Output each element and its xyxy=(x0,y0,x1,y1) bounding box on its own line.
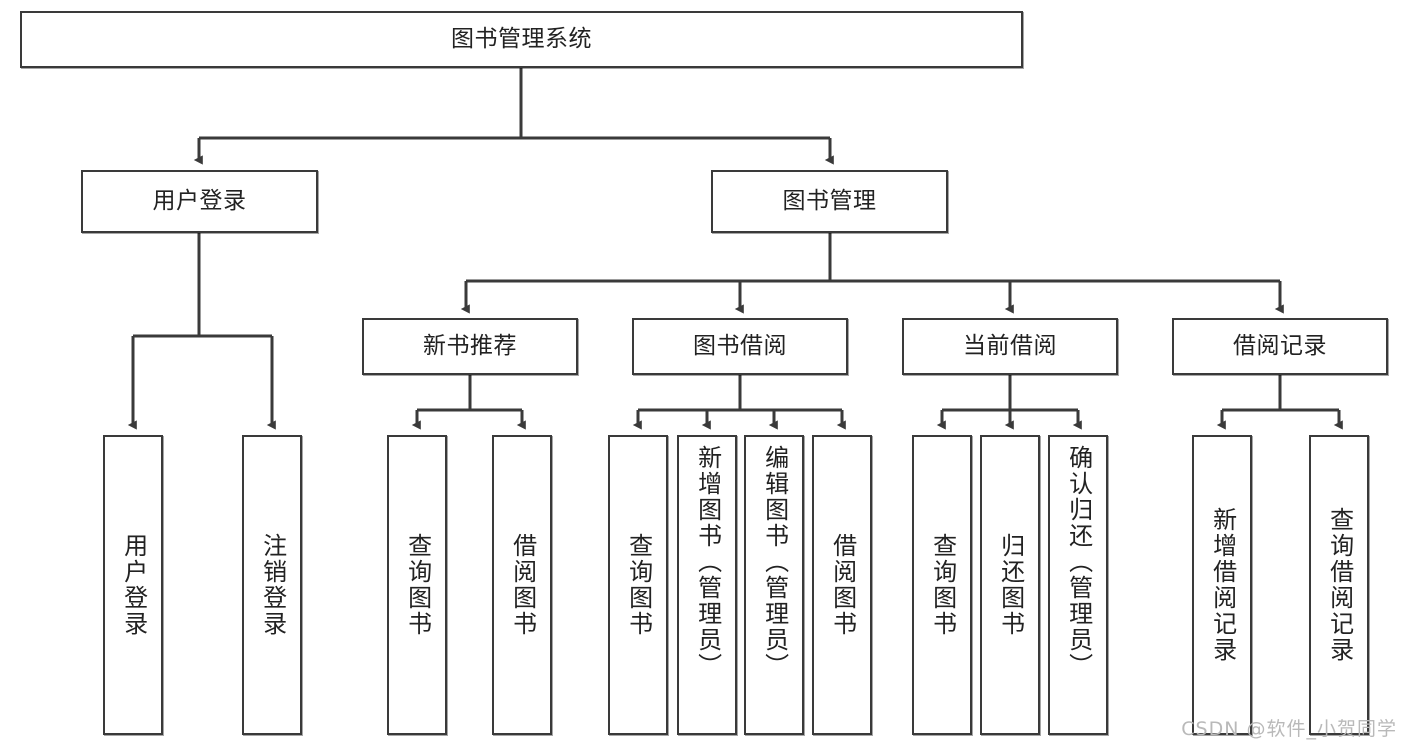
leaf-newbook-query-book[interactable]: 查询图书 xyxy=(387,435,447,735)
node-label: 新增借阅记录 xyxy=(1208,507,1237,663)
node-label: 图书管理 xyxy=(782,187,877,214)
node-new-book-recommend[interactable]: 新书推荐 xyxy=(362,318,578,375)
node-label: 编辑图书（管理员） xyxy=(760,445,789,679)
leaf-user-logout[interactable]: 注销登录 xyxy=(242,435,302,735)
node-root-library-system[interactable]: 图书管理系统 xyxy=(20,11,1023,68)
node-current-borrow[interactable]: 当前借阅 xyxy=(902,318,1118,375)
node-label: 当前借阅 xyxy=(963,332,1057,359)
node-label: 确认归还（管理员） xyxy=(1064,445,1093,679)
leaf-borrow-query-book[interactable]: 查询图书 xyxy=(608,435,668,735)
node-label: 借阅记录 xyxy=(1233,332,1327,359)
node-borrow-record[interactable]: 借阅记录 xyxy=(1172,318,1388,375)
node-label: 归还图书 xyxy=(996,533,1025,637)
node-book-borrow[interactable]: 图书借阅 xyxy=(632,318,848,375)
node-label: 新书推荐 xyxy=(423,332,517,359)
node-label: 用户登录 xyxy=(152,187,247,214)
node-label: 查询图书 xyxy=(928,533,957,637)
leaf-newbook-borrow-book[interactable]: 借阅图书 xyxy=(492,435,552,735)
leaf-user-login-action[interactable]: 用户登录 xyxy=(103,435,163,735)
node-book-management[interactable]: 图书管理 xyxy=(711,170,948,233)
node-label: 查询借阅记录 xyxy=(1325,507,1354,663)
node-label: 用户登录 xyxy=(119,533,148,637)
leaf-current-return-book[interactable]: 归还图书 xyxy=(980,435,1040,735)
leaf-borrow-add-book-admin[interactable]: 新增图书（管理员） xyxy=(677,435,737,735)
node-label: 借阅图书 xyxy=(828,533,857,637)
node-label: 新增图书（管理员） xyxy=(693,445,722,679)
node-label: 图书管理系统 xyxy=(451,25,592,52)
leaf-current-query-book[interactable]: 查询图书 xyxy=(912,435,972,735)
node-label: 查询图书 xyxy=(624,533,653,637)
node-label: 注销登录 xyxy=(258,533,287,637)
leaf-record-add-record[interactable]: 新增借阅记录 xyxy=(1192,435,1252,735)
leaf-record-query-record[interactable]: 查询借阅记录 xyxy=(1309,435,1369,735)
csdn-watermark: CSDN @软件_小贺同学 xyxy=(1181,718,1397,740)
node-label: 查询图书 xyxy=(403,533,432,637)
node-label: 借阅图书 xyxy=(508,533,537,637)
leaf-borrow-borrow-book[interactable]: 借阅图书 xyxy=(812,435,872,735)
leaf-current-confirm-return-admin[interactable]: 确认归还（管理员） xyxy=(1048,435,1108,735)
node-label: 图书借阅 xyxy=(693,332,787,359)
node-user-login[interactable]: 用户登录 xyxy=(81,170,318,233)
leaf-borrow-edit-book-admin[interactable]: 编辑图书（管理员） xyxy=(744,435,804,735)
